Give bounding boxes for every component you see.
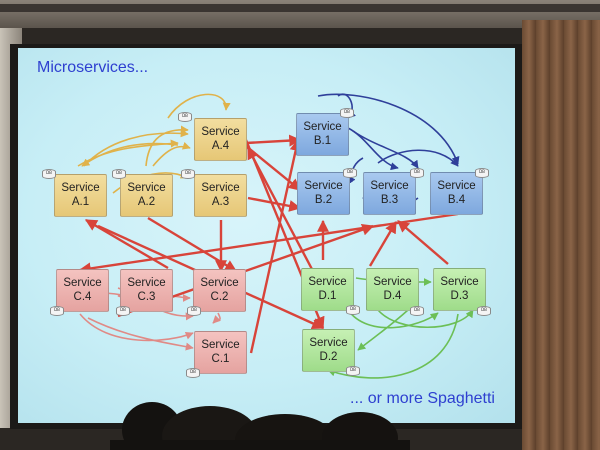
- service-d1-name: Service: [308, 276, 347, 288]
- service-a2-name: Service: [127, 182, 166, 194]
- service-a1-id: A.1: [71, 196, 90, 208]
- service-b2-id: B.2: [314, 194, 333, 206]
- service-c4-name: Service: [63, 277, 102, 289]
- slide-title: Microservices...: [37, 59, 149, 76]
- database-icon: DB: [178, 110, 192, 123]
- service-a4-id: A.4: [211, 140, 230, 152]
- database-icon: DB: [475, 166, 489, 179]
- database-icon: DB: [112, 167, 126, 180]
- service-a3-id: A.3: [211, 196, 230, 208]
- service-d3-id: D.3: [450, 290, 469, 302]
- slide-footer: ... or more Spaghetti: [350, 390, 495, 407]
- database-icon: DB: [410, 304, 424, 317]
- service-b4-box: Service B.4: [430, 172, 483, 215]
- service-d3-name: Service: [440, 276, 479, 288]
- service-a2-box: Service A.2: [120, 174, 173, 217]
- database-icon: DB: [181, 167, 195, 180]
- service-b3-name: Service: [370, 180, 409, 192]
- service-d2-name: Service: [309, 337, 348, 349]
- service-d4-id: D.4: [383, 290, 402, 302]
- slide: Microservices... Service A.4 Service A.1…: [18, 48, 515, 423]
- database-icon: DB: [187, 304, 201, 317]
- service-b2-name: Service: [304, 180, 343, 192]
- service-c2-id: C.2: [210, 291, 229, 303]
- database-icon: DB: [340, 106, 354, 119]
- service-c2-box: Service C.2: [193, 269, 246, 312]
- service-b1-name: Service: [303, 121, 342, 133]
- curtain: [522, 20, 600, 450]
- service-c1-box: Service C.1: [194, 331, 247, 374]
- database-icon: DB: [116, 304, 130, 317]
- database-icon: DB: [346, 303, 360, 316]
- service-c1-name: Service: [201, 339, 240, 351]
- service-c3-box: Service C.3: [120, 269, 173, 312]
- service-d2-box: Service D.2: [302, 329, 355, 372]
- database-icon: DB: [42, 167, 56, 180]
- service-b1-id: B.1: [313, 135, 332, 147]
- service-c4-id: C.4: [73, 291, 92, 303]
- service-b3-id: B.3: [380, 194, 399, 206]
- database-icon: DB: [346, 364, 360, 377]
- service-c2-name: Service: [200, 277, 239, 289]
- database-icon: DB: [50, 304, 64, 317]
- service-d4-name: Service: [373, 276, 412, 288]
- service-c3-id: C.3: [137, 291, 156, 303]
- service-a3-name: Service: [201, 182, 240, 194]
- service-b4-id: B.4: [447, 194, 466, 206]
- service-a4-name: Service: [201, 126, 240, 138]
- service-d2-id: D.2: [319, 351, 338, 363]
- service-a1-name: Service: [61, 182, 100, 194]
- service-a2-id: A.2: [137, 196, 156, 208]
- database-icon: DB: [186, 366, 200, 379]
- service-b1-box: Service B.1: [296, 113, 349, 156]
- database-icon: DB: [477, 304, 491, 317]
- service-d3-box: Service D.3: [433, 268, 486, 311]
- database-icon: DB: [343, 166, 357, 179]
- ceiling-beam: [0, 4, 600, 12]
- connections-layer: [77, 93, 474, 379]
- service-d4-box: Service D.4: [366, 268, 419, 311]
- service-a4-box: Service A.4: [194, 118, 247, 161]
- service-b3-box: Service B.3: [363, 172, 416, 215]
- service-c4-box: Service C.4: [56, 269, 109, 312]
- database-icon: DB: [410, 166, 424, 179]
- service-c1-id: C.1: [211, 353, 230, 365]
- service-a3-box: Service A.3: [194, 174, 247, 217]
- service-b4-name: Service: [437, 180, 476, 192]
- service-a1-box: Service A.1: [54, 174, 107, 217]
- service-d1-id: D.1: [318, 290, 337, 302]
- service-c3-name: Service: [127, 277, 166, 289]
- service-d1-box: Service D.1: [301, 268, 354, 311]
- service-b2-box: Service B.2: [297, 172, 350, 215]
